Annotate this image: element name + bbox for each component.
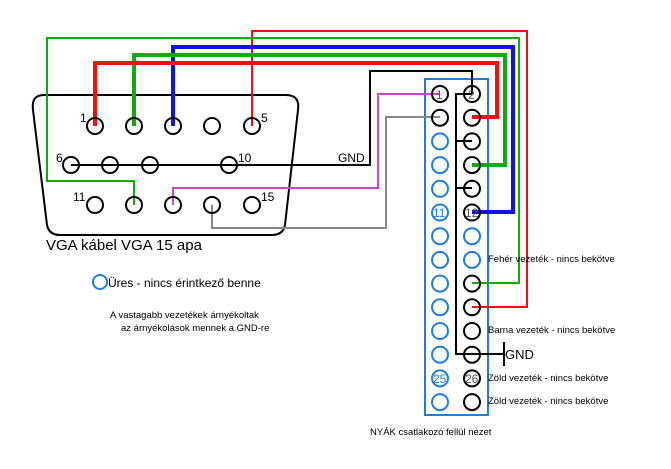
vga-pin-label-1: 1 — [80, 111, 87, 125]
vga-pin — [243, 196, 261, 214]
pcb-title: NYÁK csatlakozó fellül nézet — [370, 427, 492, 438]
wire-green-thick — [132, 53, 507, 167]
vga-pin — [62, 156, 80, 174]
pcb-pin-empty — [431, 345, 449, 364]
note-line-2: az árnyékolások mennek a GND-re — [121, 323, 269, 334]
vga-pin-label-5: 5 — [261, 111, 268, 125]
wire-red-thin — [251, 30, 528, 308]
vga-pin — [220, 156, 238, 174]
vga-pin — [125, 196, 143, 214]
vga-pin-label-11: 11 — [73, 190, 86, 204]
vga-connector-shell — [31, 94, 300, 236]
pcb-pin — [463, 132, 481, 151]
pcb-pin — [463, 179, 481, 198]
pcb-pin-empty — [431, 393, 449, 412]
pcb-connector-outline — [424, 78, 489, 416]
vga-pin — [101, 156, 119, 174]
vga-pin — [243, 117, 261, 135]
wire-red-thick — [93, 61, 499, 126]
pcb-pin-empty — [463, 227, 481, 246]
vga-title: VGA kábel VGA 15 apa — [46, 237, 203, 254]
pcb-pin — [463, 203, 481, 222]
pcb-pin-empty — [431, 322, 449, 340]
pcb-pin-empty — [431, 227, 449, 246]
wire-gray — [211, 116, 440, 229]
empty-pin-legend-icon — [92, 274, 108, 290]
pcb-pin-empty — [431, 179, 449, 198]
pcb-pin-empty — [431, 156, 449, 175]
wire-gnd-black — [71, 70, 473, 166]
vga-pin-label-15: 15 — [261, 190, 275, 204]
pcb-pin-empty — [431, 132, 449, 151]
pcb-pin — [431, 85, 449, 103]
vga-pin — [203, 117, 221, 135]
pcb-pin-empty — [463, 250, 481, 269]
vga-pin — [86, 196, 104, 214]
vga-pin — [164, 196, 182, 214]
vga-pin — [125, 117, 143, 135]
vga-pin — [164, 117, 182, 135]
vga-pin — [203, 196, 221, 214]
pcb-pin — [463, 369, 481, 388]
pcb-pin-label-12: 12 — [465, 206, 479, 220]
pcb-pin — [463, 322, 481, 340]
pcb-pin — [463, 345, 481, 364]
annotation-green-wire-2: Zöld vezeték - nincs bekötve — [488, 396, 608, 407]
vga-pin-label-10: 10 — [238, 151, 252, 165]
vga-pin — [141, 156, 159, 174]
pcb-pin — [463, 108, 481, 127]
pcb-pin-label-1: 1 — [436, 88, 443, 102]
pcb-pin-label-2: 2 — [468, 88, 475, 102]
legend-text: Üres - nincs érintkező benne — [108, 276, 261, 290]
pcb-pin-label-11: 11 — [433, 206, 446, 220]
wire-green-thin — [46, 37, 520, 284]
pcb-pin — [463, 156, 481, 175]
vga-gnd-label: GND — [338, 151, 365, 165]
note-line-1: A vastagabb vezetékek árnyékoltak — [110, 310, 259, 321]
annotation-white-wire: Fehér vezeték - nincs bekötve — [488, 254, 615, 265]
annotation-green-wire-1: Zöld vezeték - nincs bekötve — [488, 373, 608, 384]
pcb-pin — [463, 274, 481, 293]
pcb-pin — [431, 108, 449, 127]
pcb-pin-empty — [431, 203, 449, 222]
annotation-brown-wire: Barna vezeték - nincs bekötve — [488, 325, 615, 336]
pcb-pin — [463, 298, 481, 317]
pcb-pin — [463, 393, 481, 412]
pcb-pin — [463, 85, 481, 103]
pcb-pin-empty — [431, 250, 449, 269]
vga-pin-label-6: 6 — [56, 151, 63, 165]
wire-blue-thick — [171, 45, 515, 214]
pcb-pin-label-25: 25 — [433, 372, 447, 386]
vga-pin — [86, 117, 104, 135]
pcb-pin-empty — [431, 274, 449, 293]
wire-magenta — [172, 93, 440, 205]
pcb-pin-empty — [431, 298, 449, 317]
pcb-pin-label-26: 26 — [465, 372, 479, 386]
pcb-pin-empty — [431, 369, 449, 388]
pcb-gnd-label: GND — [505, 347, 534, 362]
